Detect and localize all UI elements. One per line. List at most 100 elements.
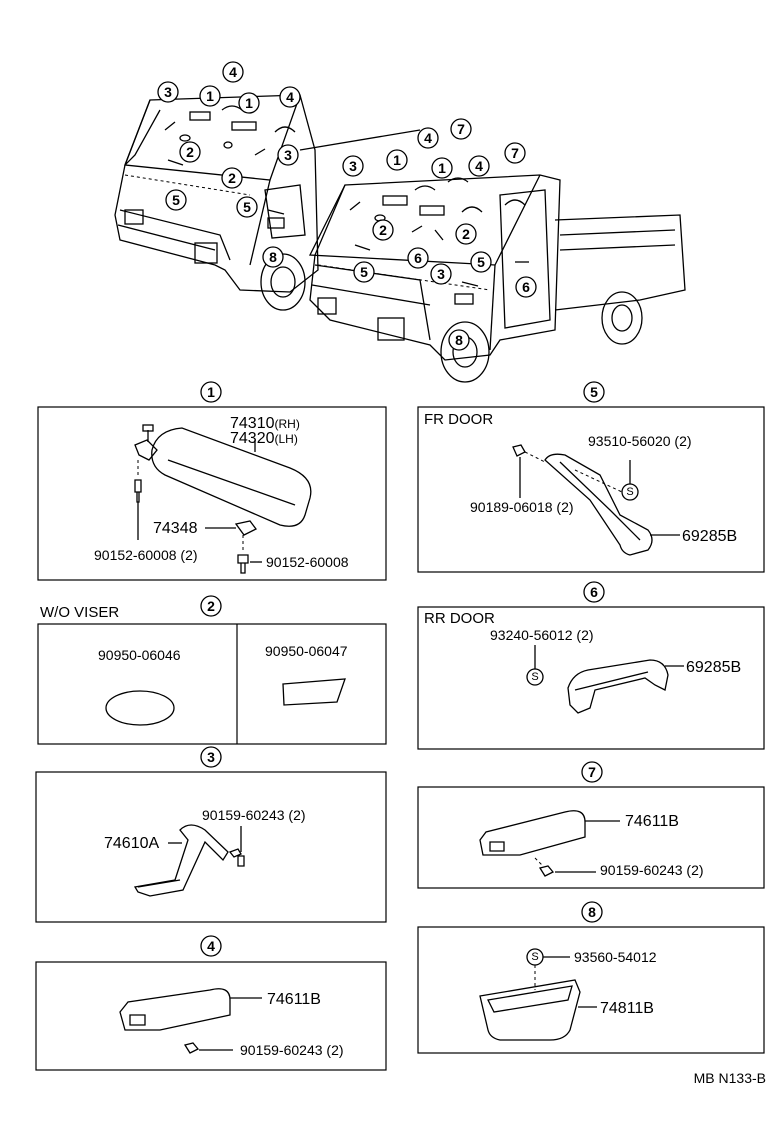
section-6-title: RR DOOR [424, 610, 495, 627]
callout-4: 4 [222, 61, 244, 83]
svg-text:8: 8 [455, 332, 463, 348]
part-number-74811b: 74811B [600, 1000, 654, 1017]
callout-6: 6 [515, 276, 537, 298]
svg-text:6: 6 [414, 250, 422, 266]
part-number-74611b: 74611B [267, 991, 321, 1008]
callout-1: 1 [431, 157, 453, 179]
s-mark-icon: S [621, 483, 639, 501]
svg-text:5: 5 [477, 254, 485, 270]
callout-2: 2 [372, 219, 394, 241]
svg-text:1: 1 [207, 384, 215, 400]
svg-text:7: 7 [588, 764, 596, 780]
svg-text:4: 4 [229, 64, 237, 80]
diagram-code: MB N133-B [694, 1070, 766, 1086]
callout-6: 6 [407, 247, 429, 269]
svg-text:5: 5 [590, 384, 598, 400]
part-number-screw: 90159-60243 (2) [202, 807, 306, 823]
callout-3: 3 [157, 81, 179, 103]
section-number-3: 3 [200, 746, 222, 768]
callout-3: 3 [342, 155, 364, 177]
oval-cover-part [105, 690, 175, 726]
overview-illustration: 3 1 4 1 4 2 2 3 5 5 8 3 1 4 7 1 4 7 2 2 … [114, 61, 686, 383]
section-5-title: FR DOOR [424, 411, 493, 428]
svg-text:4: 4 [207, 938, 215, 954]
callout-5: 5 [470, 251, 492, 273]
callout-2: 2 [179, 141, 201, 163]
pickup-truck-illustration [308, 174, 686, 383]
overview-part-marks [164, 105, 529, 305]
section-4-assist-grip: 4 74611B 90159-60243 (2) [35, 935, 387, 1071]
callout-5: 5 [353, 261, 375, 283]
callout-2: 2 [455, 223, 477, 245]
svg-text:4: 4 [286, 89, 294, 105]
svg-text:S: S [531, 671, 538, 683]
svg-text:7: 7 [511, 145, 519, 161]
grip-handle-part [479, 810, 586, 856]
svg-text:5: 5 [172, 192, 180, 208]
section-2-title: W/O VISER [40, 604, 119, 621]
screw-icon [183, 1042, 200, 1054]
svg-text:3: 3 [207, 749, 215, 765]
svg-text:8: 8 [269, 249, 277, 265]
callout-1: 1 [238, 92, 260, 114]
svg-text:2: 2 [379, 222, 387, 238]
part-number-74611b: 74611B [625, 813, 679, 830]
rect-cover-part [282, 678, 346, 706]
svg-text:2: 2 [207, 598, 215, 614]
cab-truck-illustration [114, 94, 421, 311]
section-2-covers: 2 W/O VISER 90950-06046 90950-06047 [37, 595, 387, 745]
svg-text:8: 8 [588, 904, 596, 920]
section-2-frame [37, 623, 387, 745]
section-3-assist-grip: 3 74610A 90159-60243 (2) [35, 746, 387, 923]
svg-text:74320(LH): 74320(LH) [230, 430, 298, 447]
part-number-screw: 90159-60243 (2) [600, 862, 704, 878]
side-lh-label: (LH) [275, 432, 298, 446]
svg-text:3: 3 [437, 266, 445, 282]
section-7-frame [417, 786, 765, 889]
part-number-screw: 90159-60243 (2) [240, 1042, 344, 1058]
callout-8: 8 [262, 246, 284, 268]
door-pull-handle-part [567, 659, 669, 714]
svg-text:7: 7 [457, 121, 465, 137]
svg-text:4: 4 [424, 130, 432, 146]
section-6-frame [417, 606, 765, 750]
svg-text:1: 1 [438, 160, 446, 176]
callout-8: 8 [448, 329, 470, 351]
section-8-frame [417, 926, 765, 1054]
section-5-front-door-handle: 5 FR DOOR S 93510-56020 (2) 90189-06018 … [417, 381, 765, 573]
s-mark-icon: S [526, 668, 544, 686]
storage-pocket-part [479, 979, 581, 1041]
part-number-90950-06046: 90950-06046 [98, 647, 181, 663]
section-7-assist-grip: 7 74611B 90159-60243 (2) [417, 761, 765, 889]
svg-text:2: 2 [228, 170, 236, 186]
callout-4: 4 [417, 127, 439, 149]
svg-text:5: 5 [360, 264, 368, 280]
svg-text:2: 2 [186, 144, 194, 160]
part-number-90189-06018: 90189-06018 (2) [470, 499, 574, 515]
section-number-4: 4 [200, 935, 222, 957]
part-number-screw-a: 90152-60008 (2) [94, 547, 198, 563]
clip-icon [512, 444, 526, 457]
part-number-93510-56020: 93510-56020 (2) [588, 433, 692, 449]
svg-text:S: S [531, 951, 538, 963]
section-3-frame [35, 771, 387, 923]
part-number-69285b: 69285B [682, 528, 737, 545]
side-rh-label: (RH) [275, 417, 300, 431]
part-number-69285b: 69285B [686, 659, 741, 676]
section-1-sun-visor: 1 74310(RH) 74320(LH) 74348 90152-60008 … [37, 381, 387, 581]
svg-text:6: 6 [522, 279, 530, 295]
callout-7: 7 [504, 142, 526, 164]
svg-text:2: 2 [462, 226, 470, 242]
door-pull-handle-part [544, 453, 653, 556]
assist-grip-part [133, 824, 229, 897]
callout-5: 5 [236, 196, 258, 218]
svg-text:3: 3 [164, 84, 172, 100]
s-mark-icon: S [526, 948, 544, 966]
screw-icon [134, 479, 142, 503]
callout-1: 1 [386, 149, 408, 171]
visor-holder-part [234, 520, 257, 536]
part-number-74320: 74320 [230, 430, 275, 447]
svg-text:3: 3 [349, 158, 357, 174]
part-number-93560-54012: 93560-54012 [574, 949, 657, 965]
svg-text:3: 3 [284, 147, 292, 163]
